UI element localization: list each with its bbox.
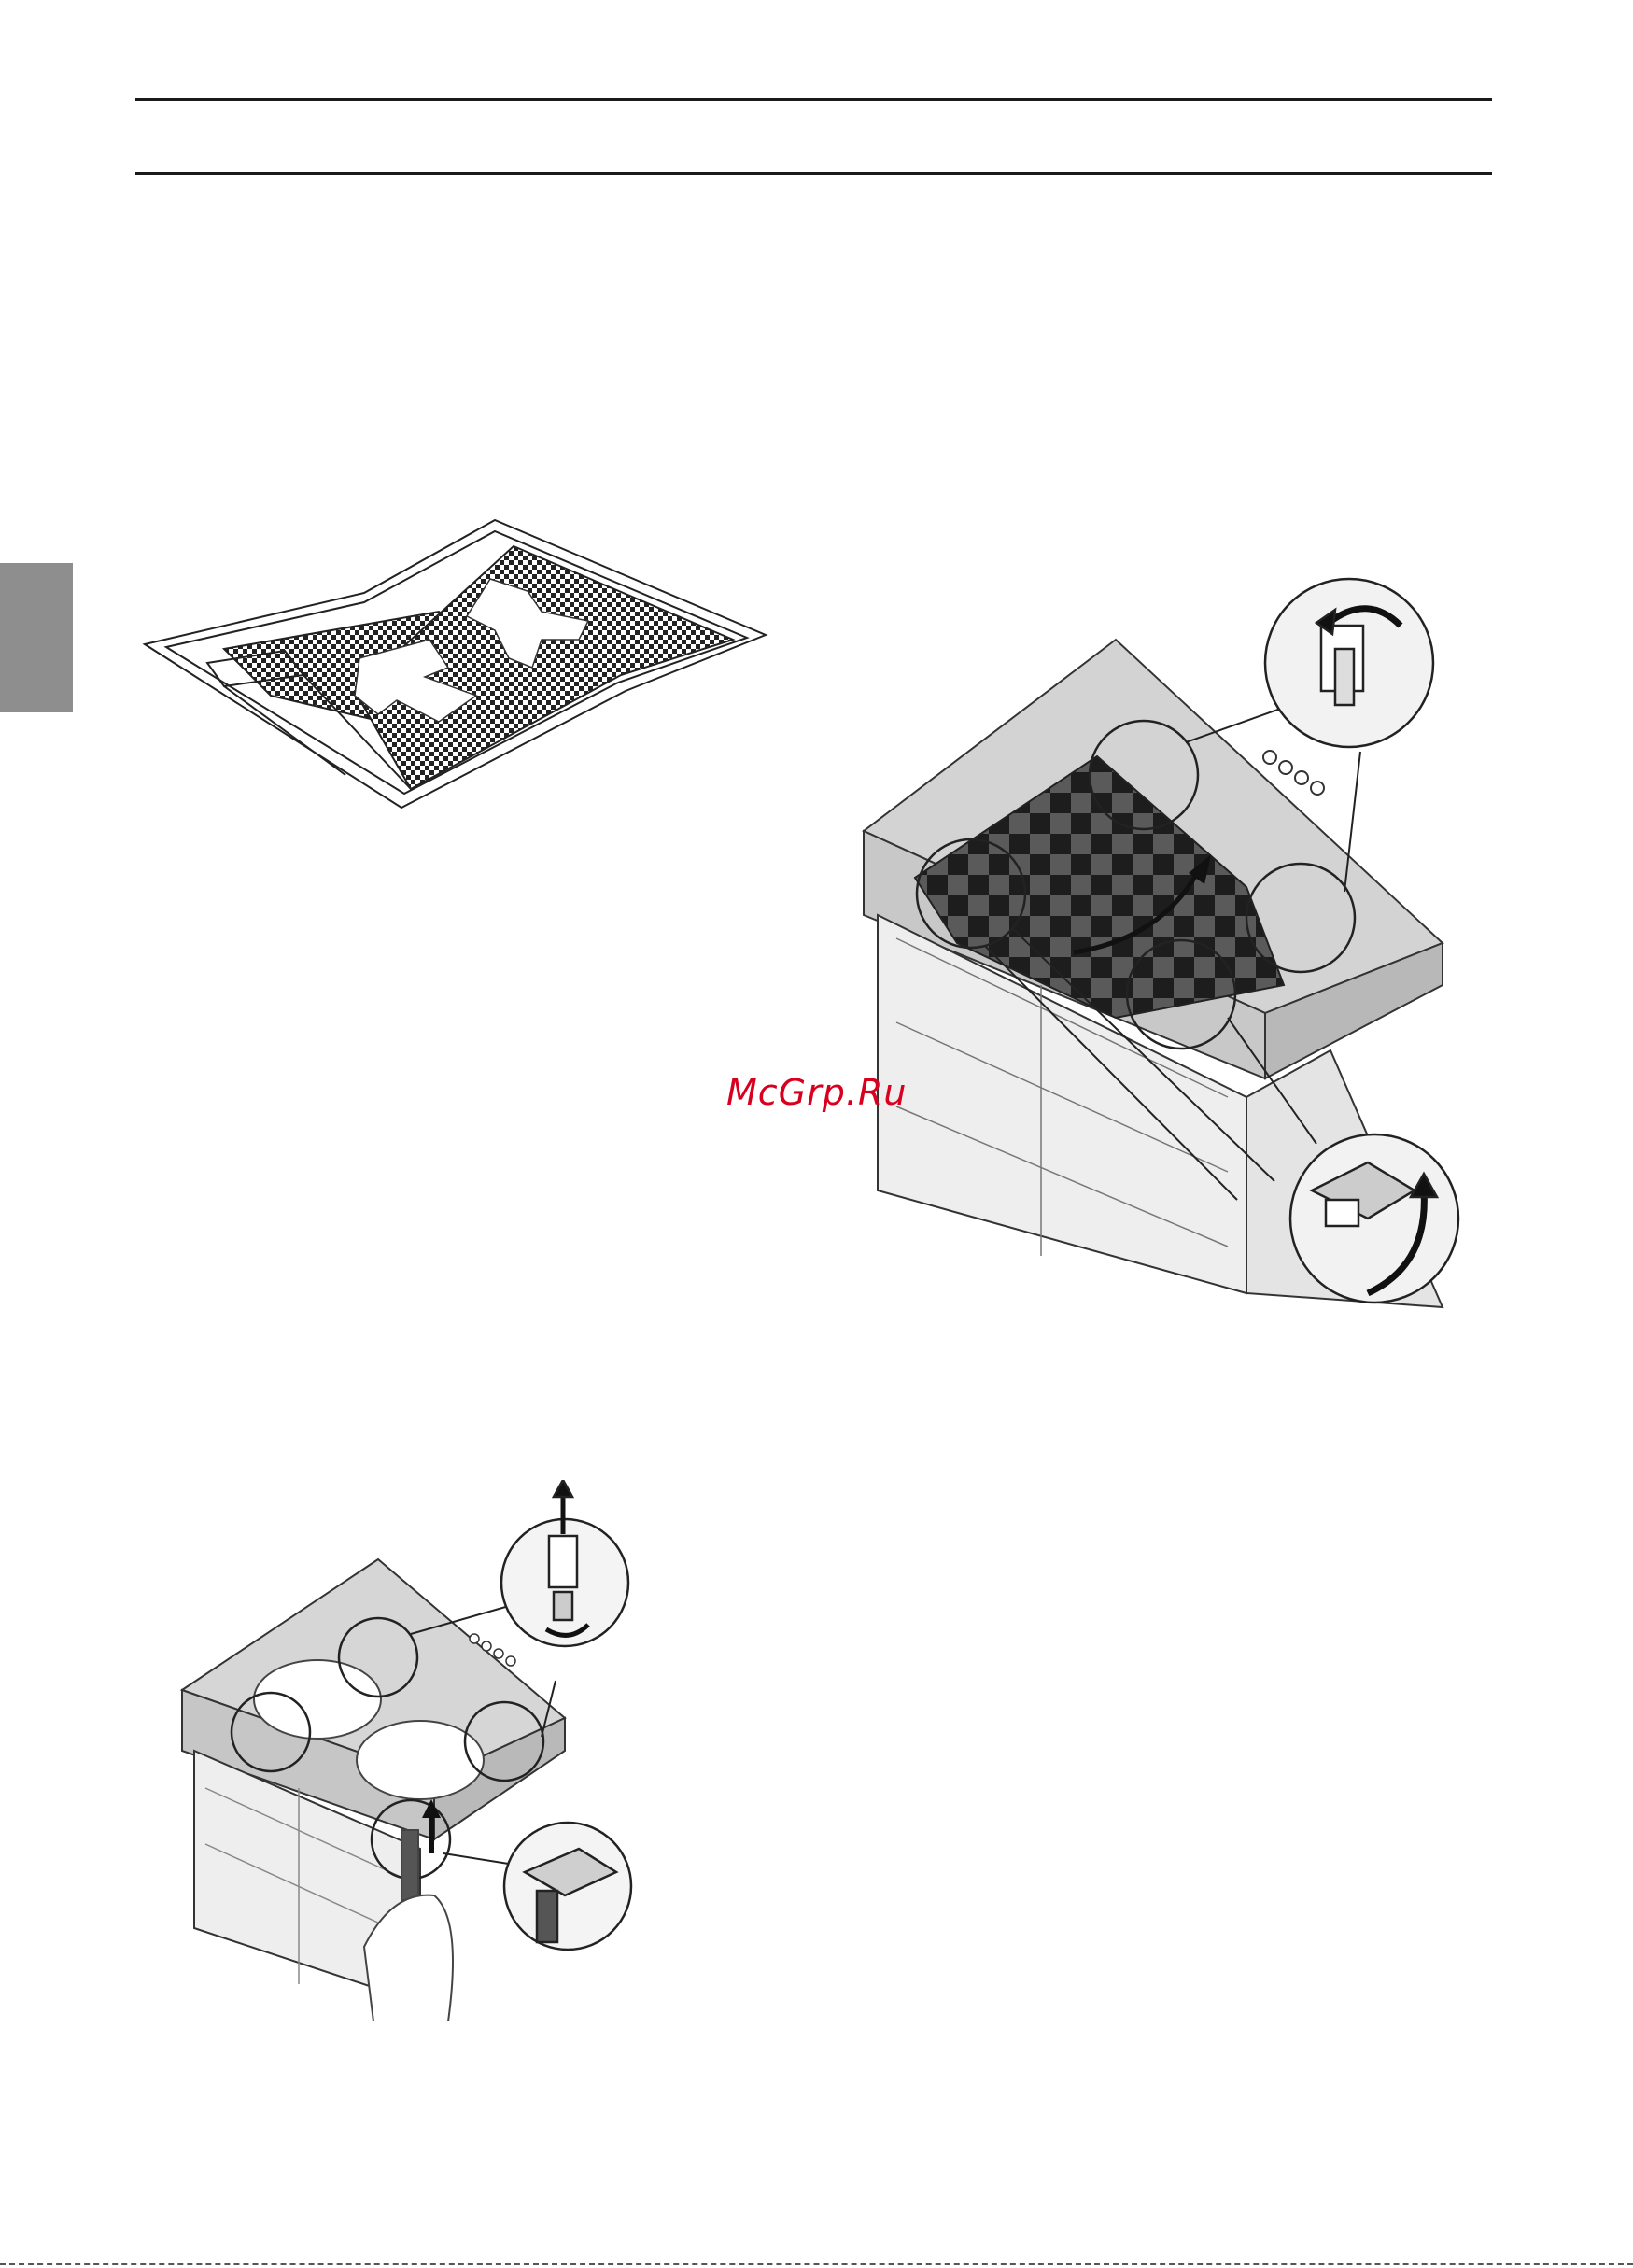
grease-filter-figure xyxy=(140,509,775,817)
page-bottom-dashed-line xyxy=(0,2263,1633,2265)
filter-removal-figure xyxy=(845,546,1499,1321)
header-rule-bottom xyxy=(135,172,1492,175)
detail-circle-screwdriver xyxy=(504,1823,631,1950)
watermark-text: McGrp.Ru xyxy=(726,1072,907,1113)
section-tab-marker xyxy=(0,563,73,712)
detail-circle-clip-top xyxy=(1265,579,1433,747)
detail-circle-latch-bottom xyxy=(1290,1134,1458,1303)
detail-circle-bulb xyxy=(501,1480,628,1646)
lamp-replacement-figure xyxy=(177,1480,654,2021)
header-rule-top xyxy=(135,98,1492,101)
